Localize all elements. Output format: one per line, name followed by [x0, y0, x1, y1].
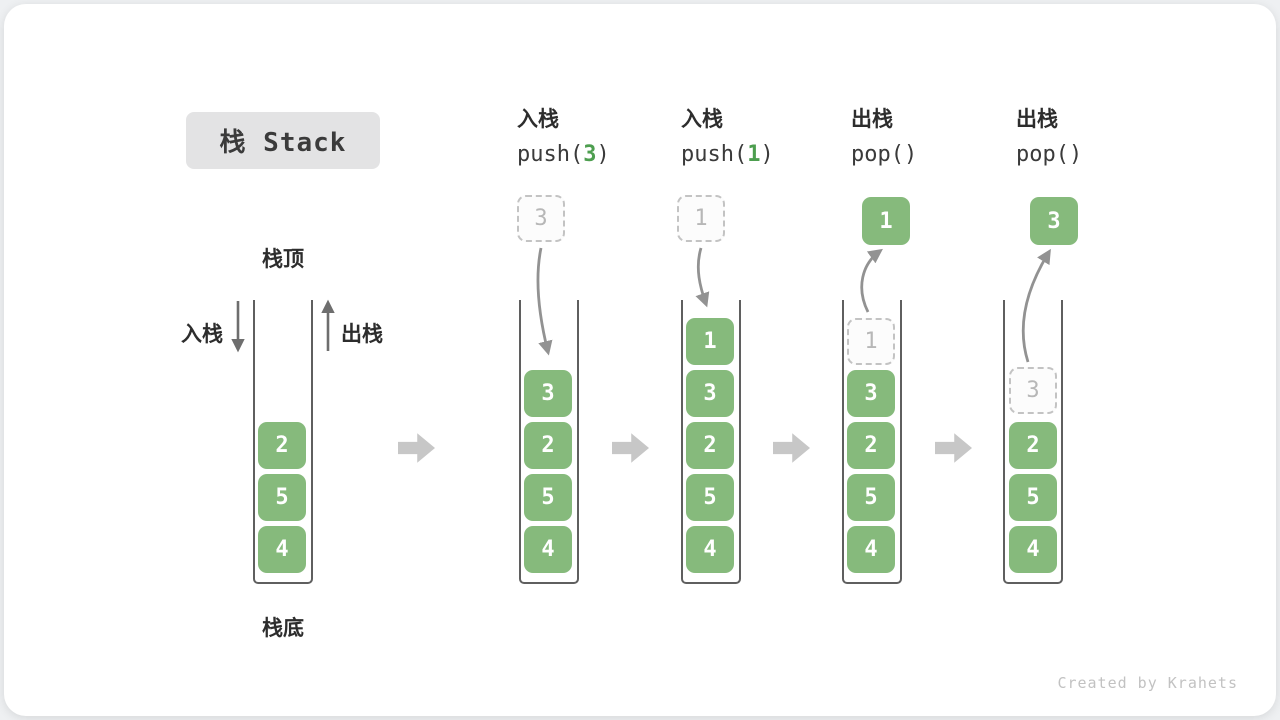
flow-arrow-icon	[935, 433, 972, 463]
stack-container-2	[519, 300, 579, 584]
op-label-pop-2: 出栈 pop()	[1016, 103, 1082, 167]
push-curve-arrow-icon	[695, 247, 710, 308]
popped-value-box: 3	[1030, 197, 1078, 245]
op-code-pre: pop(	[1016, 142, 1069, 167]
stack-block: 4	[686, 526, 734, 573]
op-code-pre: push(	[681, 142, 748, 167]
stack-container-5	[1003, 300, 1063, 584]
stack-block: 5	[686, 474, 734, 521]
title-box: 栈 Stack	[186, 112, 380, 169]
op-label-pop-1: 出栈 pop()	[851, 103, 917, 167]
stack-block: 2	[524, 422, 572, 469]
op-cn-label: 入栈	[517, 108, 559, 131]
stack-block: 1	[686, 318, 734, 365]
push-side-label: 入栈	[181, 323, 223, 346]
op-code-pre: pop(	[851, 142, 904, 167]
stack-block: 5	[847, 474, 895, 521]
op-cn-label: 出栈	[851, 108, 893, 131]
pop-side-label: 出栈	[341, 323, 383, 346]
op-code-pre: push(	[517, 142, 584, 167]
op-code-post: )	[903, 142, 918, 167]
op-label-push-1: 入栈 push(1)	[681, 103, 774, 167]
op-code-label: push(1)	[681, 142, 774, 167]
stack-block: 3	[686, 370, 734, 417]
popped-value-box: 1	[862, 197, 910, 245]
stack-block: 5	[524, 474, 572, 521]
op-code-arg: 3	[583, 142, 597, 167]
flow-arrow-icon	[612, 433, 649, 463]
popped-ghost-slot: 1	[847, 318, 895, 365]
popped-ghost-slot: 3	[1009, 367, 1057, 414]
incoming-value-box: 3	[517, 195, 565, 242]
op-cn-label: 入栈	[681, 108, 723, 131]
flow-arrow-icon	[773, 433, 810, 463]
stack-block: 2	[1009, 422, 1057, 469]
op-code-post: )	[760, 142, 774, 167]
title-text: 栈 Stack	[219, 128, 347, 158]
op-code-label: pop()	[1016, 142, 1082, 167]
watermark: Created by Krahets	[1057, 674, 1238, 692]
stack-block: 2	[847, 422, 895, 469]
stack-container-3	[681, 300, 741, 584]
op-cn-label: 出栈	[1016, 108, 1058, 131]
op-code-arg: 1	[747, 142, 761, 167]
op-code-post: )	[596, 142, 610, 167]
op-code-label: pop()	[851, 142, 917, 167]
op-code-label: push(3)	[517, 142, 610, 167]
stack-block: 2	[258, 422, 306, 469]
stack-top-label: 栈顶	[262, 248, 304, 271]
stack-block: 4	[258, 526, 306, 573]
stack-block: 2	[686, 422, 734, 469]
op-label-push-3: 入栈 push(3)	[517, 103, 610, 167]
stack-block: 4	[1009, 526, 1057, 573]
stack-container-1	[253, 300, 313, 584]
stack-block: 5	[258, 474, 306, 521]
op-code-post: )	[1068, 142, 1083, 167]
stack-block: 4	[847, 526, 895, 573]
flow-arrow-icon	[398, 433, 435, 463]
stack-block: 5	[1009, 474, 1057, 521]
incoming-value-box: 1	[677, 195, 725, 242]
stack-container-4	[842, 300, 902, 584]
stack-block: 3	[847, 370, 895, 417]
stack-bottom-label: 栈底	[262, 617, 304, 640]
stack-block: 3	[524, 370, 572, 417]
stack-block: 4	[524, 526, 572, 573]
